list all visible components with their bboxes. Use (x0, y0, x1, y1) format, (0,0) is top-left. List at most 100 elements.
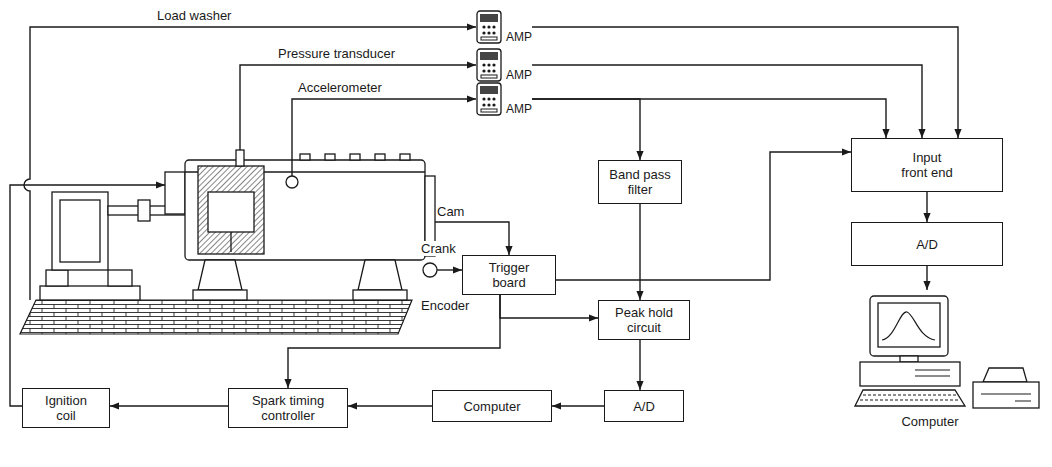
amplifier-icon-part (477, 83, 501, 115)
amplifier-icon-part (487, 69, 490, 72)
engine-part (325, 154, 335, 160)
engine-part (400, 154, 410, 160)
computer-icon (855, 290, 1045, 414)
engine-part (236, 150, 244, 166)
amplifier-icon-part (492, 103, 495, 106)
engine-part (286, 176, 298, 188)
engine-part (208, 192, 254, 232)
amplifier-icon-part (487, 25, 490, 28)
amplifier-icon-part (492, 31, 495, 34)
signal-connector (556, 152, 851, 280)
computer-icon-part (860, 362, 960, 386)
engine-part (350, 154, 360, 160)
computer-icon-part (981, 394, 1031, 401)
signal-connector (500, 295, 598, 318)
box-label: Input front end (899, 150, 955, 180)
amplifier-unit: AMP (476, 10, 532, 44)
amplifier-icon-part (487, 31, 490, 34)
trigger-board-box: Trigger board (462, 255, 556, 295)
engine-part (193, 290, 247, 300)
computer-workstation: Computer (855, 290, 1005, 429)
box-label: Trigger board (482, 260, 537, 290)
signal-connector (348, 405, 432, 406)
filter-box: Band pass filter (598, 160, 682, 204)
signal-connector (926, 266, 927, 290)
signal-connector (110, 405, 228, 406)
amplifier-icon-part (480, 14, 498, 22)
sensor-label: Load washer (156, 8, 232, 23)
dynamometer (40, 192, 185, 300)
device-label: AMP (506, 102, 532, 116)
box-label: Band pass filter (605, 167, 675, 197)
signal-connector (639, 204, 640, 300)
amplifier-icon (476, 82, 502, 116)
amplifier-icon-part (482, 25, 485, 28)
engine-part (198, 260, 242, 290)
amplifier-icon-part (492, 97, 495, 100)
engine-part (423, 263, 437, 277)
dynamometer-part (52, 192, 108, 270)
signal-label: Crank (420, 241, 457, 256)
amplifier-icon-part (487, 103, 490, 106)
bed-platform (20, 300, 412, 334)
device-label: Computer (855, 414, 1005, 429)
box-label: Computer (463, 399, 520, 414)
engine-part (353, 290, 407, 300)
computer-icon-part (860, 395, 959, 400)
amplifier-icon-part (487, 63, 490, 66)
amplifier-icon (476, 10, 502, 44)
signal-connector (532, 99, 640, 160)
pressure-wire (240, 65, 476, 150)
signal-label: Cam (436, 204, 465, 219)
amplifier-icon-part (477, 49, 501, 81)
amplifier-icon (476, 48, 502, 82)
device-label: AMP (506, 30, 532, 44)
computer-icon-part (973, 382, 1039, 408)
converter-box: A/D (851, 222, 1003, 266)
amplifier-icon-part (480, 86, 498, 94)
computer-icon-part (983, 368, 1027, 382)
dynamometer-part (40, 286, 140, 300)
dynamometer-part (108, 270, 132, 286)
computer-icon-part (870, 296, 948, 356)
amplifier-icon-part (482, 97, 485, 100)
device-label: AMP (506, 68, 532, 82)
input-front-end-box: Input front end (851, 138, 1003, 192)
sensor-label: Accelerometer (297, 80, 383, 95)
signal-connector (532, 65, 922, 138)
spark-controller-box: Spark timing controller (228, 388, 348, 428)
sensor-label: Encoder (420, 298, 470, 313)
converter-box: A/D (604, 390, 684, 422)
engine-part (185, 160, 425, 260)
ignition-wire (10, 185, 165, 406)
box-label: Peak hold circuit (611, 305, 677, 335)
peak-hold-box: Peak hold circuit (598, 300, 690, 340)
computer-icon-part (855, 390, 965, 406)
engine-part (230, 232, 231, 252)
engine-part (300, 154, 310, 160)
amplifier-icon-part (481, 75, 497, 78)
amplifier-icon-part (480, 52, 498, 60)
dynamometer-part (46, 270, 68, 286)
amplifier-icon-part (482, 69, 485, 72)
amplifier-icon-part (482, 103, 485, 106)
amplifier-icon-part (487, 97, 490, 100)
load-washer-wire (24, 27, 476, 300)
engine-part (165, 172, 185, 214)
amplifier-icon-part (477, 11, 501, 43)
computer-icon-part (915, 370, 950, 376)
accelerometer-wire (292, 99, 476, 176)
connector-group (110, 27, 958, 406)
sensor-label: Pressure transducer (277, 46, 396, 61)
amplifier-icon-part (481, 37, 497, 40)
signal-connector (552, 405, 604, 406)
amplifier-icon-part (492, 69, 495, 72)
box-label: Ignition coil (39, 393, 94, 423)
amplifier-icon-part (492, 25, 495, 28)
engine (165, 150, 437, 300)
computer-icon-part (882, 312, 935, 340)
box-label: A/D (916, 237, 938, 252)
amplifier-icon-part (481, 109, 497, 112)
